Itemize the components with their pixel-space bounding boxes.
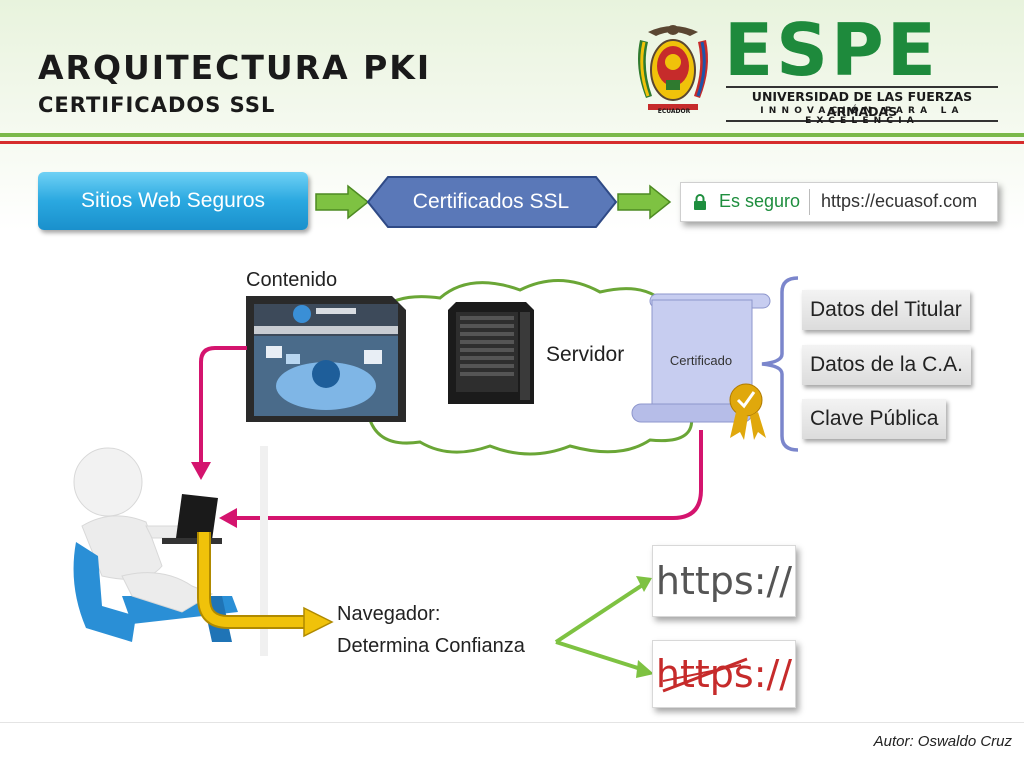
browser-address-bar: Es seguro https://ecuasof.com xyxy=(680,182,998,222)
header-divider-green xyxy=(0,133,1024,137)
sitios-web-seguros-box: Sitios Web Seguros xyxy=(38,172,308,230)
certificado-label: Certificado xyxy=(669,353,733,368)
secure-label: Es seguro xyxy=(719,191,801,211)
certificados-ssl-label: Certificados SSL xyxy=(412,190,570,213)
https-untrusted-label: https:// xyxy=(655,652,793,696)
pink-flow-arrows xyxy=(191,346,703,528)
ecuador-crest-icon xyxy=(638,25,708,110)
https-untrusted-text: https:// xyxy=(656,652,792,696)
trust-branch-arrows xyxy=(554,576,654,678)
page-subtitle: CERTIFICADOS SSL xyxy=(38,93,276,117)
datos-titular-box: Datos del Titular xyxy=(802,290,970,330)
address-divider xyxy=(809,189,810,215)
server-tower-icon xyxy=(448,302,534,404)
datos-bracket xyxy=(761,276,799,452)
https-trusted-text: https:// xyxy=(655,559,793,603)
header-divider-red xyxy=(0,141,1024,144)
navegador-text: Navegador: Determina Confianza xyxy=(337,598,525,662)
university-name: UNIVERSIDAD DE LAS FUERZAS ARMADAS xyxy=(726,86,998,122)
crest-label: ECUADOR xyxy=(657,108,691,115)
yellow-flow-arrow xyxy=(197,532,334,638)
clave-publica-box: Clave Pública xyxy=(802,399,947,439)
servidor-label: Servidor xyxy=(546,343,625,366)
footer-divider xyxy=(0,722,1024,723)
website-content-icon xyxy=(246,296,406,422)
author-label: Autor: Oswaldo Cruz xyxy=(873,733,1012,750)
certificados-ssl-shape xyxy=(366,176,618,228)
datos-ca-box: Datos de la C.A. xyxy=(802,345,971,385)
contenido-label: Contenido xyxy=(246,269,338,291)
strikethrough-icon xyxy=(662,657,748,693)
url-text: https://ecuasof.com xyxy=(821,191,978,211)
https-untrusted-box: https:// xyxy=(652,640,796,708)
lock-icon xyxy=(694,194,706,210)
https-trusted-box: https:// xyxy=(652,545,796,617)
flow-arrow-2 xyxy=(617,184,672,220)
university-tagline: INNOVACIÓN PARA LA EXCELENCIA xyxy=(760,106,964,126)
certificate-scroll-icon xyxy=(631,293,771,440)
espe-logo-text: ESPE xyxy=(724,8,939,92)
page-title: ARQUITECTURA PKI xyxy=(38,48,432,87)
navegador-line-1: Navegador: xyxy=(337,603,441,625)
flow-arrow-1 xyxy=(315,184,370,220)
navegador-line-2: Determina Confianza xyxy=(337,635,525,657)
